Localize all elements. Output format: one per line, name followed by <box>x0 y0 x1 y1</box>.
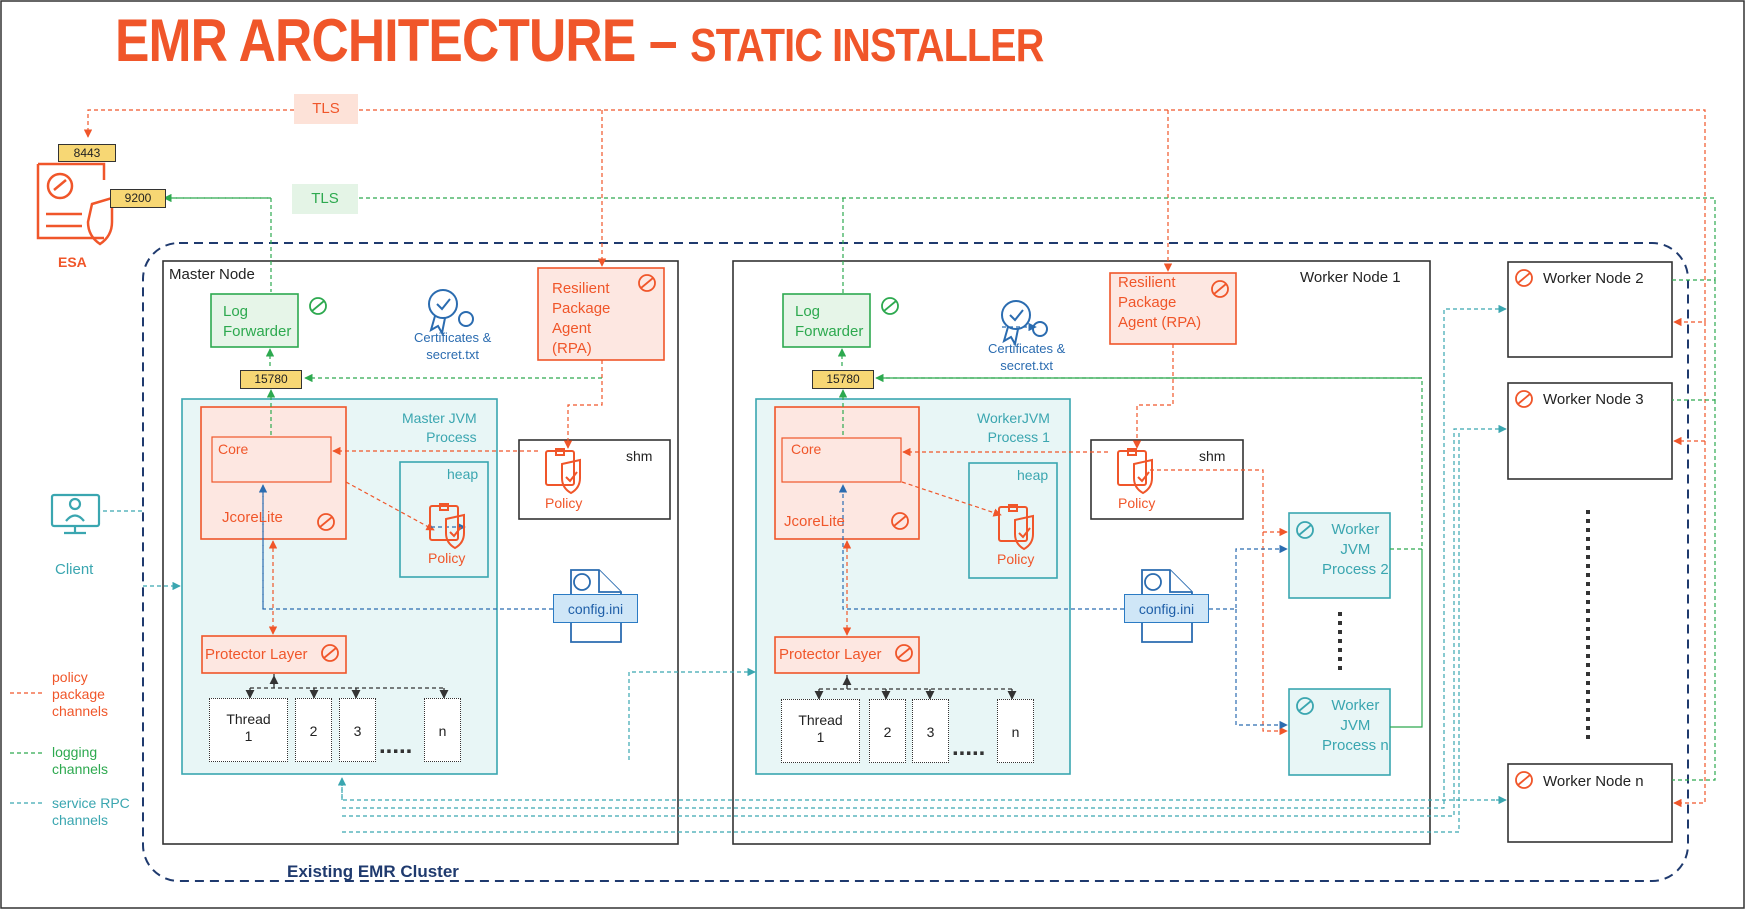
worker1-thread-3: 3 <box>912 699 949 763</box>
master-heap-label: heap <box>447 466 479 482</box>
legend-policy: policy package channels <box>52 669 109 719</box>
worker1-rpa-box <box>1109 272 1237 345</box>
master-port-15780: 15780 <box>240 370 302 389</box>
tls-logging-label: TLS <box>292 184 358 214</box>
master-core-box <box>211 436 332 483</box>
rpc-channels <box>103 304 1507 833</box>
master-heap-policy-label: Policy <box>428 550 466 566</box>
worker1-node-title: Worker Node 1 <box>1300 269 1401 286</box>
worker-node-3-box[interactable] <box>1507 382 1673 480</box>
master-node-title: Master Node <box>169 266 255 283</box>
worker1-certs-label: Certificates & secret.txt <box>988 341 1066 373</box>
worker-node-n-label[interactable]: Worker Node n <box>1543 773 1644 790</box>
worker1-heap-policy-icon <box>998 504 1034 551</box>
master-shm-label: shm <box>626 448 653 464</box>
legend-rpc: service RPC channels <box>52 795 130 828</box>
worker1-protector-label: Protector Layer <box>779 646 882 663</box>
cluster-boundary <box>142 242 1689 882</box>
worker1-heap-policy-label: Policy <box>997 551 1035 567</box>
esa-icon <box>36 162 114 246</box>
worker1-protector-box <box>774 636 920 674</box>
worker-node-2-box[interactable] <box>1507 261 1673 358</box>
master-shm-policy-icon <box>545 448 581 495</box>
worker-jvm-2-label[interactable]: Worker JVM Process 2 <box>1322 521 1389 578</box>
worker1-port-15780: 15780 <box>812 370 874 389</box>
worker-node-2-label[interactable]: Worker Node 2 <box>1543 270 1644 287</box>
worker1-thread-dots: ..... <box>952 734 986 761</box>
worker1-core-label: Core <box>791 441 822 457</box>
worker1-heap-box <box>968 462 1058 579</box>
worker1-thread-1: Thread 1 <box>781 699 860 763</box>
worker1-core-box <box>781 437 902 483</box>
master-protector-label: Protector Layer <box>205 646 308 663</box>
worker1-jcorelite-label: JcoreLite <box>784 513 845 530</box>
policy-channels <box>83 109 1706 808</box>
master-config-ini[interactable]: config.ini <box>553 594 638 623</box>
tls-policy-label: TLS <box>294 94 358 124</box>
master-shm-box <box>518 439 671 520</box>
master-rpa-box <box>537 267 665 361</box>
config-channels <box>258 322 1288 730</box>
client-icon <box>50 493 101 535</box>
worker-node-3-label[interactable]: Worker Node 3 <box>1543 391 1644 408</box>
worker1-heap-label: heap <box>1017 467 1049 483</box>
worker-jvm-2-box[interactable] <box>1288 512 1391 599</box>
worker1-config-ini[interactable]: config.ini <box>1124 594 1209 623</box>
worker-jvm-n-label[interactable]: Worker JVM Process n <box>1322 697 1389 754</box>
component-badge-icons <box>309 269 1533 789</box>
esa-port-8443: 8443 <box>58 144 116 162</box>
title-dash: – <box>648 7 678 74</box>
worker-jvm-n-box[interactable] <box>1288 688 1391 776</box>
worker1-shm-policy-icon <box>1117 448 1153 495</box>
master-rpa-label: Resilient Package Agent (RPA) <box>552 280 611 357</box>
master-jcorelite-label: JcoreLite <box>222 509 283 526</box>
master-thread-n: n <box>424 698 461 762</box>
worker1-jvm-label: WorkerJVM Process 1 <box>977 410 1050 445</box>
master-shm-policy-label: Policy <box>545 495 583 511</box>
worker-node-n-box[interactable] <box>1507 763 1673 843</box>
client-label: Client <box>55 561 94 578</box>
worker1-log-forwarder-label: Log Forwarder <box>795 303 864 340</box>
worker1-shm-policy-label: Policy <box>1118 495 1156 511</box>
master-heap-policy-icon <box>429 503 465 550</box>
esa-port-9200: 9200 <box>110 189 166 208</box>
esa-label: ESA <box>58 254 87 270</box>
master-log-forwarder-label: Log Forwarder <box>223 303 292 340</box>
title-sub: STATIC INSTALLER <box>690 19 1044 71</box>
worker1-thread-2: 2 <box>869 699 906 763</box>
worker1-rpa-label: Resilient Package Agent (RPA) <box>1118 274 1202 331</box>
master-certificate-icon <box>428 289 474 336</box>
legend-logging: logging channels <box>52 744 109 777</box>
master-thread-3: 3 <box>339 698 376 762</box>
thread-links <box>245 674 1017 700</box>
cluster-label: Existing EMR Cluster <box>287 862 459 881</box>
title-main: EMR ARCHITECTURE <box>115 7 636 74</box>
worker1-thread-n: n <box>997 699 1034 763</box>
worker1-shm-box <box>1090 439 1244 520</box>
master-core-label: Core <box>218 441 249 457</box>
master-certs-label: Certificates & secret.txt <box>414 330 492 362</box>
master-thread-1: Thread 1 <box>209 698 288 762</box>
master-thread-2: 2 <box>295 698 332 762</box>
master-log-forwarder-box <box>210 293 299 348</box>
page-title: EMR ARCHITECTURE – STATIC INSTALLER <box>115 6 1044 75</box>
master-thread-dots: ..... <box>379 732 413 759</box>
worker1-log-forwarder-box <box>782 293 871 348</box>
worker1-certificate-icon <box>1001 300 1048 347</box>
worker1-shm-label: shm <box>1199 448 1226 464</box>
master-jvm-label: Master JVM Process <box>402 410 477 445</box>
